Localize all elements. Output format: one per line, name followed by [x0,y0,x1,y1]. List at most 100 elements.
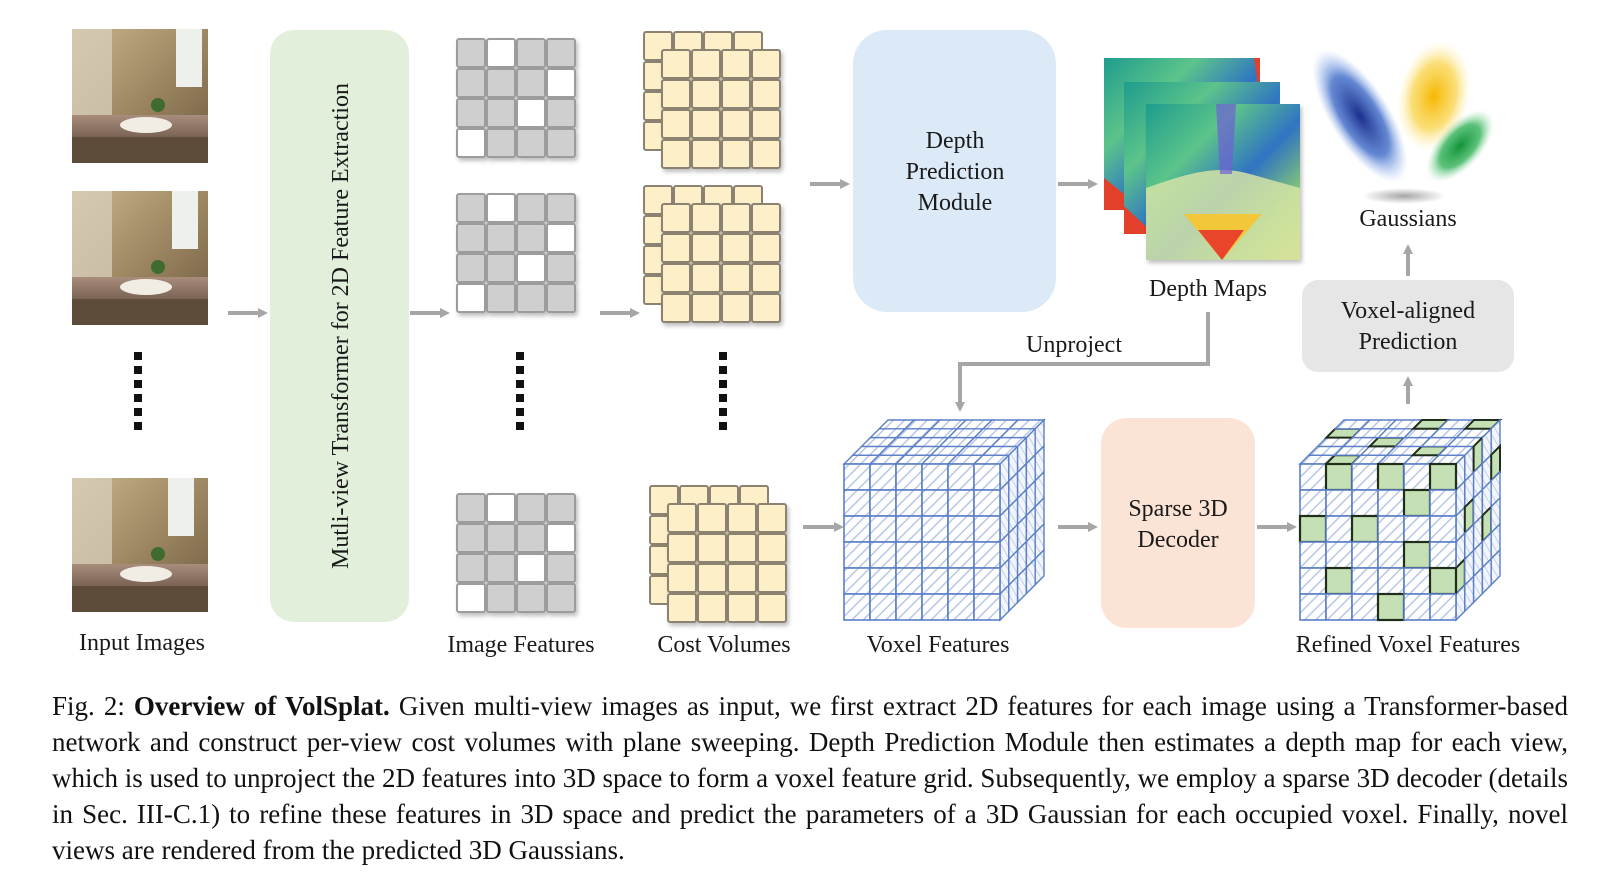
feature-cell [516,583,546,613]
unproject-label: Unproject [1026,332,1122,358]
cost-cell [757,533,787,563]
voxel-cell [1403,463,1431,491]
cost-cell [661,139,691,169]
depth-module-label-line3: Module [918,190,993,216]
voxel-cell [1350,514,1380,544]
cost-cell [661,203,691,233]
voxel-cell [895,463,923,491]
voxel-cell [1402,540,1432,570]
voxel-features-label: Voxel Features [867,632,1010,658]
voxel-cell [1429,489,1457,517]
sparse-decoder-label-line2: Decoder [1137,527,1218,553]
cost-cell [721,49,751,79]
voxel-cell [1377,567,1405,595]
feature-cell [456,493,486,523]
voxel-cell [973,463,1001,491]
feature-cell [516,553,546,583]
feature-cell [456,583,486,613]
refined-voxel-features-label: Refined Voxel Features [1296,632,1520,658]
feature-cell [456,193,486,223]
cost-cell [721,293,751,323]
gaussians-icon [1312,40,1494,204]
voxel-cell [947,515,975,543]
voxel-cell [1325,489,1353,517]
cost-cell [661,79,691,109]
cost-cell [667,563,697,593]
voxel-cell [843,463,871,491]
feature-cell [486,128,516,158]
depth-maps-label: Depth Maps [1149,276,1267,302]
feature-cell [456,253,486,283]
voxel-cell [1377,489,1405,517]
cost-cell [751,49,781,79]
image-feature-grid [456,193,576,313]
voxel-cell [895,541,923,569]
feature-cell [546,128,576,158]
voxel-cell [869,567,897,595]
voxel-cell [921,541,949,569]
voxel-cell [1377,515,1405,543]
cost-cell [751,263,781,293]
feature-cell [546,523,576,553]
voxel-cell [869,593,897,621]
voxel-aligned-box [1302,280,1514,372]
cost-cell [757,503,787,533]
voxel-cell [843,541,871,569]
voxel-cell [1403,567,1431,595]
voxel-cell [1376,462,1406,492]
cost-cell [721,109,751,139]
feature-cell [456,283,486,313]
cost-cell [721,79,751,109]
voxel-cell [1325,515,1353,543]
cost-cell [751,293,781,323]
feature-cell [516,493,546,523]
cost-cell [727,503,757,533]
voxel-cell [973,567,1001,595]
image-feature-grid [456,493,576,613]
cost-volume-stack [649,485,787,623]
feature-cell [516,68,546,98]
cost-cell [691,79,721,109]
feature-cell [516,193,546,223]
caption-body: Given multi-view images as input, we fir… [52,691,1568,865]
feature-cell [546,223,576,253]
cost-cell [661,233,691,263]
figure-caption: Fig. 2: Overview of VolSplat. Given mult… [52,688,1568,868]
feature-cell [546,283,576,313]
cost-cell [697,503,727,533]
voxel-cell [1351,489,1379,517]
feature-cell [456,68,486,98]
feature-cell [486,523,516,553]
cost-cell [721,203,751,233]
cost-volumes-column [643,31,787,623]
feature-cell [456,553,486,583]
input-images-column [72,29,208,612]
depth-module-label-line1: Depth [926,128,985,154]
cost-cell [721,139,751,169]
voxel-cell [947,593,975,621]
depth-module-label-line2: Prediction [906,159,1005,185]
voxel-features-cube [842,418,1046,622]
voxel-cell [1299,567,1327,595]
feature-cell [456,128,486,158]
voxel-cell [947,541,975,569]
depth-module-box [853,30,1056,312]
voxel-cell [1299,541,1327,569]
feature-cell [486,553,516,583]
voxel-cell [843,515,871,543]
voxel-cell [973,593,1001,621]
cost-cell [721,263,751,293]
voxel-cell [869,515,897,543]
voxel-cell [1377,541,1405,569]
voxel-cell [1325,541,1353,569]
cost-cell [697,533,727,563]
image-features-column [456,38,576,613]
voxel-cell [895,593,923,621]
feature-cell [546,553,576,583]
cost-cell [667,503,697,533]
input-image-photo [72,29,208,163]
cost-cell [691,109,721,139]
depth-maps-stack [1104,58,1300,260]
cost-cell [691,263,721,293]
cost-cell [691,139,721,169]
